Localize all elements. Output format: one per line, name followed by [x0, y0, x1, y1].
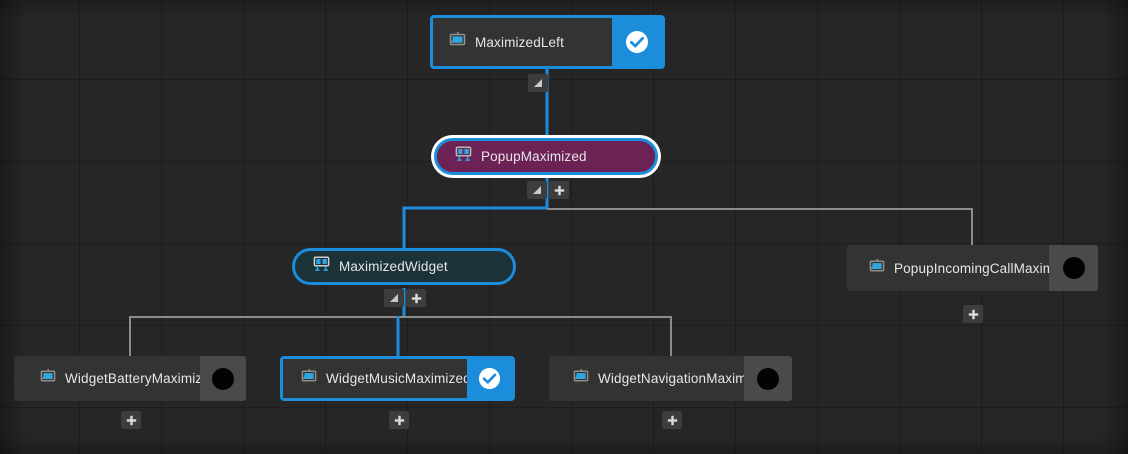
- handle-add-maximized-widget[interactable]: [406, 289, 426, 307]
- node-widget-battery-maximized-body[interactable]: WidgetBatteryMaximized: [14, 356, 217, 401]
- plus-icon: [968, 309, 978, 319]
- node-maximized-left-body[interactable]: MaximizedLeft: [433, 18, 612, 66]
- check-icon: [478, 367, 501, 390]
- node-widget-navigation-maximized-body[interactable]: WidgetNavigationMaximized: [549, 356, 772, 401]
- handle-add-widget-navigation[interactable]: [662, 411, 682, 429]
- dot-icon: [212, 367, 234, 390]
- plus-icon: [667, 415, 677, 425]
- edge-maximizedwidget-to-widgetbattery: [129, 316, 404, 356]
- node-widget-battery-maximized-status-badge[interactable]: [200, 356, 246, 401]
- plus-icon: [554, 185, 564, 195]
- dot-icon: [757, 367, 779, 390]
- node-widget-music-maximized[interactable]: WidgetMusicMaximized: [280, 356, 515, 401]
- node-popup-incoming-call-maximized-body[interactable]: PopupIncomingCallMaximized: [847, 245, 1079, 291]
- node-widget-navigation-maximized-status-badge[interactable]: [744, 356, 792, 401]
- screen-icon: [301, 368, 317, 389]
- node-widget-battery-maximized-label: WidgetBatteryMaximized: [65, 371, 218, 386]
- node-popup-maximized-body[interactable]: PopupMaximized: [437, 141, 655, 172]
- collapse-icon: [533, 186, 541, 194]
- node-widget-music-maximized-label: WidgetMusicMaximized: [326, 371, 471, 386]
- node-maximized-widget-body[interactable]: MaximizedWidget: [295, 251, 513, 282]
- plus-icon: [411, 293, 421, 303]
- handle-collapse-maximized-left[interactable]: [528, 74, 548, 92]
- handle-add-widget-music[interactable]: [389, 411, 409, 429]
- widget-icon: [313, 256, 330, 277]
- screen-icon: [40, 368, 56, 389]
- handle-add-popup-maximized[interactable]: [549, 181, 569, 199]
- node-widget-music-maximized-status-badge[interactable]: [467, 359, 512, 398]
- plus-icon: [126, 415, 136, 425]
- edge-maximizedwidget-to-widgetnavigation: [404, 316, 672, 356]
- popup-icon: [455, 146, 472, 167]
- node-popup-maximized-label: PopupMaximized: [481, 149, 587, 164]
- edge-popupmaximized-to-popupincomingcall: [547, 208, 973, 245]
- node-widget-navigation-maximized-label: WidgetNavigationMaximized: [598, 371, 773, 386]
- node-maximized-widget-label: MaximizedWidget: [339, 259, 448, 274]
- node-popup-incoming-call-maximized-status-badge[interactable]: [1049, 245, 1098, 291]
- plus-icon: [394, 415, 404, 425]
- check-icon: [626, 31, 648, 53]
- node-maximized-widget[interactable]: MaximizedWidget: [292, 248, 516, 285]
- node-widget-battery-maximized[interactable]: WidgetBatteryMaximized: [14, 356, 246, 401]
- collapse-icon: [534, 79, 542, 87]
- screen-icon: [449, 31, 466, 53]
- node-popup-incoming-call-maximized[interactable]: PopupIncomingCallMaximized: [847, 245, 1098, 291]
- handle-collapse-maximized-widget[interactable]: [384, 289, 404, 307]
- node-popup-maximized[interactable]: PopupMaximized: [434, 138, 658, 175]
- screen-icon: [573, 368, 589, 389]
- node-widget-music-maximized-body[interactable]: WidgetMusicMaximized: [283, 359, 471, 398]
- node-maximized-left-label: MaximizedLeft: [475, 34, 564, 50]
- node-popup-incoming-call-maximized-label: PopupIncomingCallMaximized: [894, 260, 1080, 276]
- dot-icon: [1062, 257, 1085, 279]
- collapse-icon: [390, 294, 398, 302]
- node-maximized-left[interactable]: MaximizedLeft: [430, 15, 665, 69]
- node-maximized-left-status-badge[interactable]: [612, 18, 662, 66]
- handle-collapse-popup-maximized[interactable]: [527, 181, 547, 199]
- screen-icon: [869, 258, 885, 279]
- edge-popupmaximized-to-maximizedwidget: [402, 206, 547, 248]
- handle-add-widget-battery[interactable]: [121, 411, 141, 429]
- handle-add-popup-incoming-call[interactable]: [963, 305, 983, 323]
- node-widget-navigation-maximized[interactable]: WidgetNavigationMaximized: [549, 356, 792, 401]
